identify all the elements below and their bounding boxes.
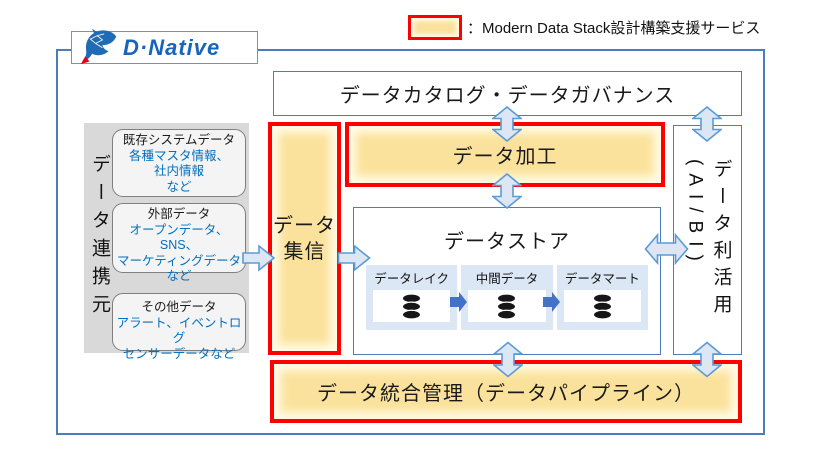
data-utilization-sublabel: (AI/BI) [684, 159, 706, 269]
double-arrow-catalog-utilization-icon [692, 106, 722, 142]
source-detail: など [166, 179, 192, 194]
legend-label: ：Modern Data Stack設計構築支援サービス [467, 20, 761, 37]
source-detail: など [166, 269, 192, 283]
data-processing-label: データ加工 [452, 146, 558, 168]
data-collection-label-line1: データ [273, 214, 336, 237]
double-arrow-store-utilization-icon [644, 233, 689, 265]
data-sources-group-label: データ連携元 [89, 154, 110, 322]
logo: D·Native [71, 28, 258, 64]
stage-storage-panel [373, 290, 451, 322]
data-collection-label-line2: 集信 [283, 240, 326, 263]
database-cylinder-icon [401, 292, 422, 320]
logo-text: D·Native [123, 34, 221, 60]
source-title: その他データ [141, 300, 217, 314]
source-detail: センサーデータなど [122, 346, 236, 361]
arrow-sources-to-collection-icon [242, 244, 275, 272]
double-arrow-processing-store-icon [492, 173, 522, 209]
double-arrow-catalog-processing-icon [492, 106, 522, 142]
source-detail: 各種マスタ情報、 [128, 148, 229, 163]
database-cylinder-icon [497, 292, 517, 320]
source-title: 外部データ [147, 207, 211, 221]
double-arrow-store-pipeline-icon [493, 341, 523, 378]
source-title: 既存システムデータ [122, 133, 236, 147]
legend: ：Modern Data Stack設計構築支援サービス [408, 15, 760, 40]
data-utilization-label: データ利活用 [710, 159, 732, 321]
arrow-lake-to-intermediate-icon [450, 292, 467, 312]
stage-label: 中間データ [475, 272, 539, 286]
legend-highlight-swatch [408, 15, 462, 40]
data-collection-box: データ 集信 [268, 122, 341, 355]
double-arrow-utilization-pipeline-icon [692, 341, 722, 378]
stage-label: データレイク [374, 272, 450, 286]
source-box-existing-systems: 既存システムデータ 各種マスタ情報、 社内情報 など [112, 129, 246, 197]
stage-storage-panel [468, 290, 546, 322]
source-detail: オープンデータ、SNS、 [129, 222, 229, 253]
source-detail: マーケティングデータ [116, 253, 241, 268]
data-store-title: データストア [444, 231, 570, 253]
data-pipeline-box: データ統合管理（データパイプライン） [270, 360, 742, 423]
dolphin-icon [80, 28, 117, 64]
outer-frame [56, 49, 765, 435]
catalog-governance-label: データカタログ・データガバナンス [339, 85, 676, 107]
stage-label: データマート [564, 272, 640, 286]
data-store-stages: データレイク 中間データ データマート [366, 265, 648, 330]
stage-data-lake: データレイク [366, 265, 458, 330]
stage-storage-panel [563, 290, 641, 322]
stage-data-mart: データマート [556, 265, 648, 330]
source-box-other-data: その他データ アラート、イベントログ センサーデータなど [112, 293, 246, 361]
arrow-collection-to-store-icon [337, 244, 371, 272]
source-box-external-data: 外部データ オープンデータ、SNS、 マーケティングデータ など [112, 203, 246, 283]
source-detail: 社内情報 [153, 164, 204, 178]
database-cylinder-icon [592, 292, 613, 320]
data-utilization-box: データ利活用 (AI/BI) [673, 125, 742, 355]
stage-intermediate-data: 中間データ [461, 265, 553, 330]
source-detail: アラート、イベントログ [116, 315, 242, 346]
arrow-intermediate-to-mart-icon [543, 292, 560, 312]
data-utilization-label-group: データ利活用 (AI/BI) [682, 159, 734, 321]
data-pipeline-label: データ統合管理（データパイプライン） [317, 383, 695, 405]
